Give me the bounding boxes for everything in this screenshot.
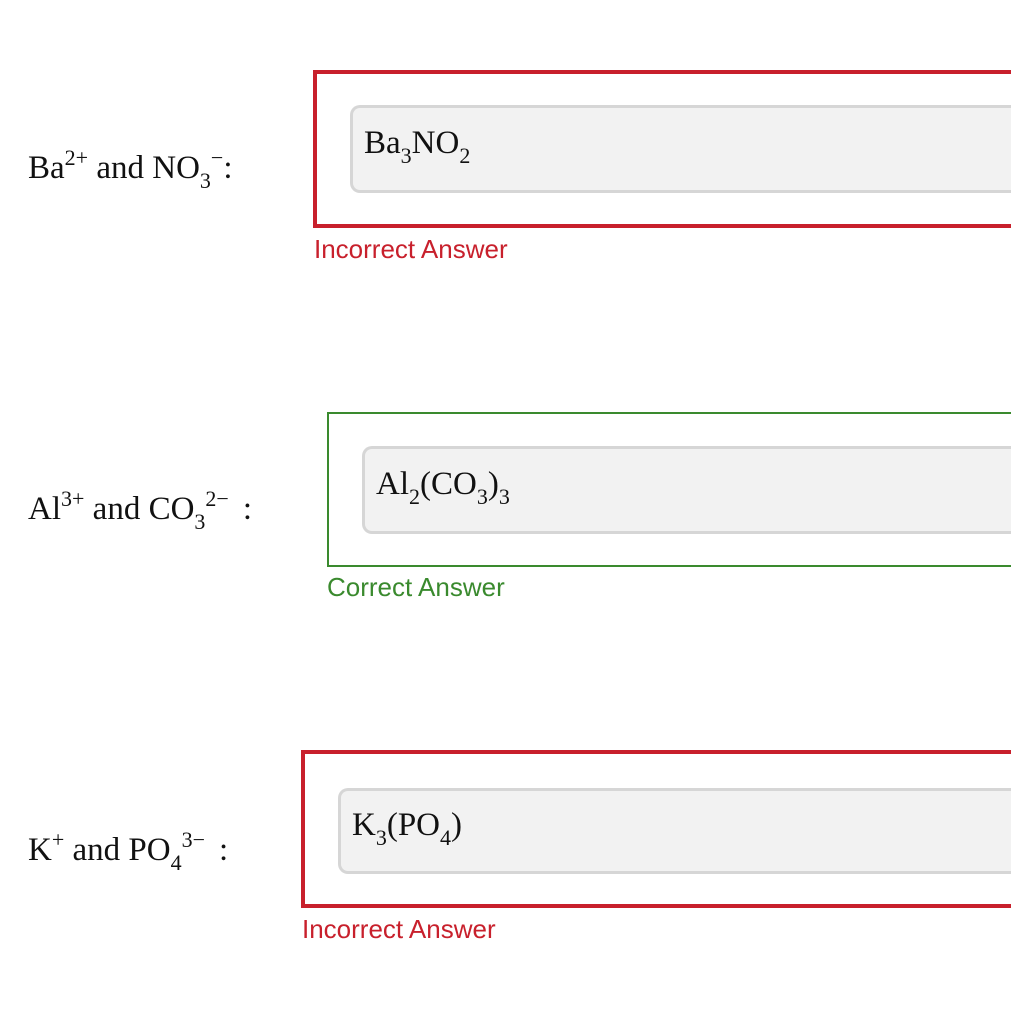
answer-frame-incorrect: K3(PO4) <box>301 750 1011 908</box>
ion-1-charge: 2+ <box>64 145 89 170</box>
formula-subscript: 3 <box>375 825 387 850</box>
answer-formula: Al2(CO3)3 <box>376 464 510 508</box>
ion-2-charge: − <box>210 145 224 170</box>
ion-2-subscript: 3 <box>199 168 211 193</box>
question-3: K+ and PO43−: K3(PO4) Incorrect Answer <box>0 680 1011 944</box>
formula-subscript: 4 <box>440 825 452 850</box>
question-3-prompt: K+ and PO43−: <box>28 827 229 874</box>
formula-part: (CO <box>420 466 477 502</box>
formula-part: Ba <box>364 125 401 161</box>
answer-input[interactable]: Ba3NO2 <box>350 105 1011 193</box>
formula-subscript: 3 <box>476 484 488 509</box>
ion-2: PO <box>128 832 171 868</box>
formula-subscript: 2 <box>409 484 420 509</box>
ion-2-charge: 2− <box>205 486 229 511</box>
answer-formula: K3(PO4) <box>352 805 463 849</box>
colon: : <box>219 832 229 868</box>
answer-input[interactable]: Al2(CO3)3 <box>362 446 1011 534</box>
ion-2-subscript: 4 <box>170 850 182 875</box>
formula-part: NO <box>411 125 460 161</box>
question-1: Ba2+ and NO3−: Ba3NO2 Incorrect Answer <box>0 0 1011 264</box>
ion-2-charge: 3− <box>181 827 206 852</box>
feedback-incorrect: Incorrect Answer <box>314 234 508 264</box>
formula-part: (PO <box>386 807 441 843</box>
formula-part: K <box>352 807 376 843</box>
feedback-correct: Correct Answer <box>327 572 505 602</box>
formula-part: ) <box>487 466 499 502</box>
formula-subscript: 3 <box>400 143 412 168</box>
formula-subscript: 3 <box>498 484 510 509</box>
answer-input[interactable]: K3(PO4) <box>338 788 1011 874</box>
colon: : <box>223 150 233 186</box>
ion-1: K <box>28 832 52 868</box>
connector: and <box>92 491 141 527</box>
question-1-prompt: Ba2+ and NO3−: <box>28 145 233 192</box>
ion-1-charge: + <box>51 827 65 852</box>
question-2: Al3+ and CO32−: Al2(CO3)3 Correct Answer <box>0 340 1011 602</box>
formula-subscript: 2 <box>459 143 471 168</box>
answer-formula: Ba3NO2 <box>364 123 470 167</box>
colon: : <box>242 491 253 527</box>
ion-2: CO <box>148 491 195 527</box>
ion-1: Al <box>28 491 61 527</box>
feedback-incorrect: Incorrect Answer <box>302 914 496 944</box>
formula-part: ) <box>451 807 463 843</box>
ion-1-charge: 3+ <box>61 486 85 511</box>
answer-frame-correct: Al2(CO3)3 <box>327 412 1011 567</box>
ion-2: NO <box>152 150 200 186</box>
connector: and <box>96 150 144 186</box>
formula-part: Al <box>376 466 409 502</box>
answer-frame-incorrect: Ba3NO2 <box>313 70 1011 228</box>
ion-2-subscript: 3 <box>194 509 206 534</box>
question-2-prompt: Al3+ and CO32−: <box>28 486 253 533</box>
ion-1: Ba <box>28 150 65 186</box>
connector: and <box>72 832 121 868</box>
